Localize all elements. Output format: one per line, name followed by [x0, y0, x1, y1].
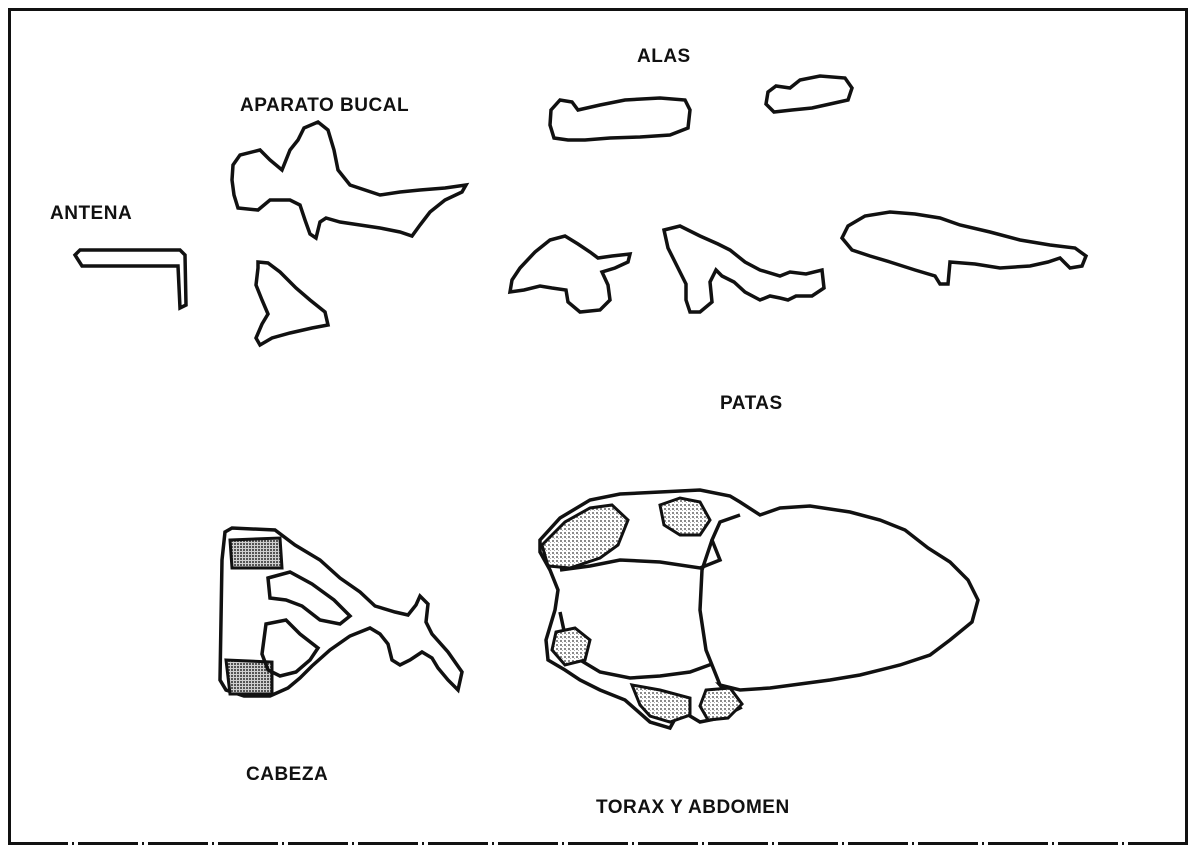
- frame-bottom-border: [8, 842, 1190, 845]
- label-torax-abdomen: TORAX Y ABDOMEN: [596, 797, 790, 818]
- thorax-abdomen-shape: [538, 488, 980, 731]
- label-alas: ALAS: [637, 46, 691, 67]
- label-cabeza: CABEZA: [246, 764, 329, 785]
- figure-frame: [8, 8, 1188, 844]
- antenna-shape: [72, 248, 188, 311]
- label-aparato-bucal: APARATO BUCAL: [240, 95, 410, 116]
- label-patas: PATAS: [720, 393, 783, 414]
- legs-shapes: [507, 210, 1089, 314]
- wings-shapes: [548, 74, 854, 142]
- mouthparts-shapes: [230, 119, 470, 348]
- head-shape: [218, 526, 464, 698]
- label-antena: ANTENA: [50, 203, 133, 224]
